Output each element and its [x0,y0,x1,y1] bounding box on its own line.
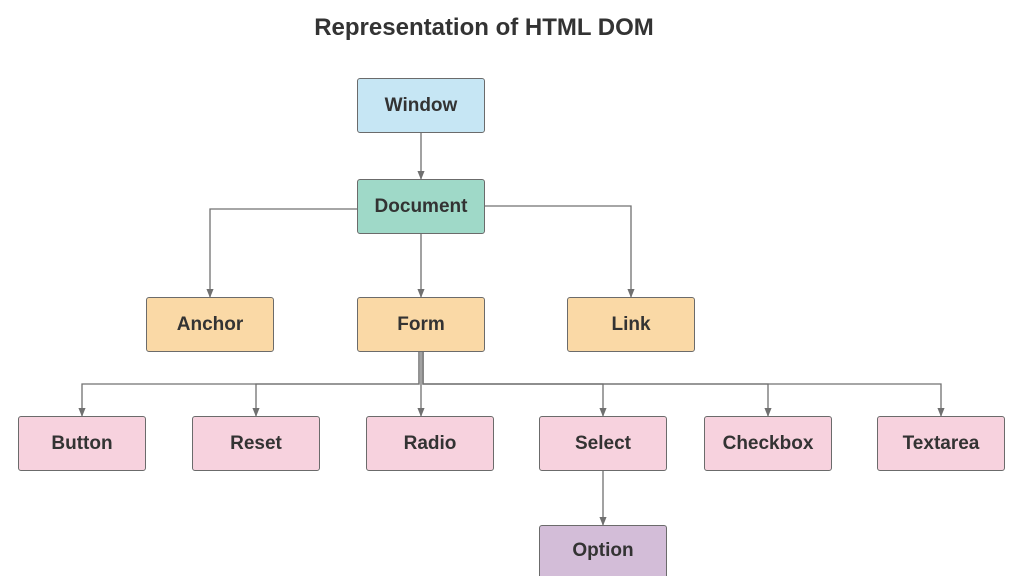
node-document: Document [357,179,485,234]
node-option: Option [539,525,667,576]
node-select: Select [539,416,667,471]
edge-document-to-link [485,205,635,298]
node-form: Form [357,297,485,352]
node-button: Button [18,416,146,471]
node-textarea: Textarea [877,416,1005,471]
node-anchor: Anchor [146,297,274,352]
node-radio: Radio [366,416,494,471]
node-reset: Reset [192,416,320,471]
diagram-title: Representation of HTML DOM [314,14,654,41]
edge-form-to-textarea [422,352,945,417]
edge-document-to-anchor [206,208,357,298]
edge-form-to-reset [252,352,420,417]
edge-group [78,133,945,526]
node-link: Link [567,297,695,352]
node-checkbox: Checkbox [704,416,832,471]
node-window: Window [357,78,485,133]
